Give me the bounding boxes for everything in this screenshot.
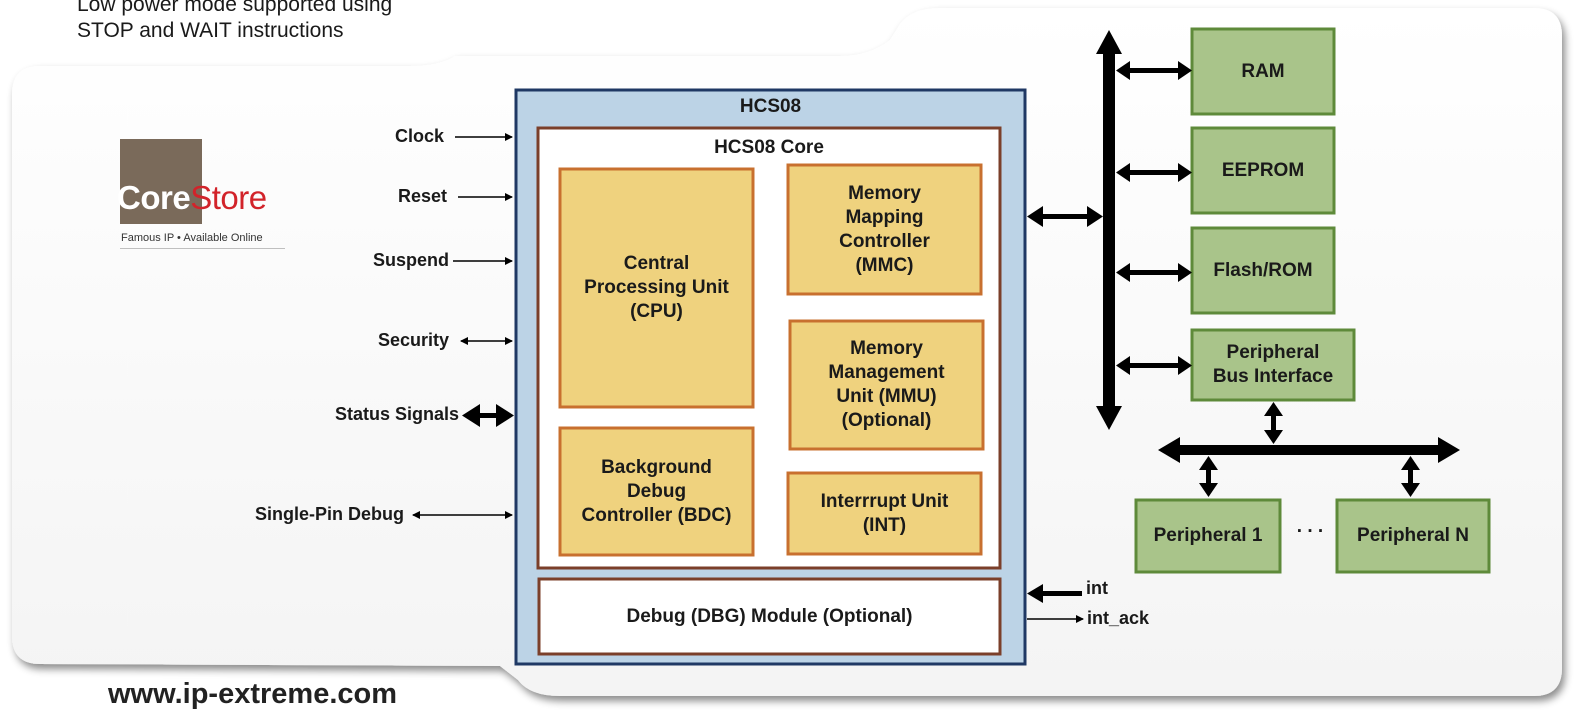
flash-rom-label: Flash/ROM bbox=[1213, 259, 1313, 281]
int-unit-label: Interrrupt Unit (INT) bbox=[820, 490, 949, 536]
cpu-label: Central Processing Unit (CPU) bbox=[584, 253, 729, 322]
signal-single-pin-debug: Single-Pin Debug bbox=[254, 504, 404, 524]
ram-label: RAM bbox=[1241, 60, 1285, 82]
peripheral-bus-block bbox=[1190, 328, 1356, 402]
status-signals-arrow bbox=[462, 404, 514, 427]
input-arrows bbox=[412, 133, 513, 519]
signal-int: int bbox=[1086, 578, 1108, 598]
peripheral-n-label: Peripheral N bbox=[1357, 525, 1469, 546]
mmc-label: Memory Mapping Controller (MMC) bbox=[839, 182, 930, 276]
signal-security: Security bbox=[377, 330, 449, 350]
bdc-block bbox=[558, 426, 755, 557]
cpu-block bbox=[558, 167, 755, 409]
int-arrow bbox=[1027, 584, 1082, 603]
hcs08-core-title: HCS08 Core bbox=[714, 137, 824, 158]
int-unit-block bbox=[786, 471, 983, 556]
logo-tagline: Famous IP • Available Online bbox=[121, 232, 263, 244]
dbg-module-label: Debug (DBG) Module (Optional) bbox=[626, 605, 913, 627]
logo-store: Store bbox=[190, 179, 267, 216]
corestore-logo: CoreStore bbox=[117, 178, 267, 218]
mmu-label: Memory Management Unit (MMU) (Optional) bbox=[828, 338, 945, 431]
peripheral-bus bbox=[1158, 402, 1460, 497]
eeprom-block bbox=[1190, 126, 1336, 215]
flash-block bbox=[1190, 226, 1336, 315]
logo-background bbox=[120, 139, 202, 224]
ram-block bbox=[1190, 27, 1336, 116]
signal-clock: Clock bbox=[394, 126, 444, 146]
bus-arrows bbox=[1027, 61, 1192, 375]
peripheral-ellipsis: . . . bbox=[1296, 516, 1324, 537]
eeprom-label: EEPROM bbox=[1221, 159, 1305, 181]
signal-reset: Reset bbox=[397, 186, 447, 206]
intro-line-2: STOP and WAIT instructions bbox=[77, 19, 344, 42]
system-bus bbox=[1096, 30, 1122, 430]
website-url: www.ip-extreme.com bbox=[108, 678, 398, 710]
dbg-module-box bbox=[537, 577, 1002, 656]
peripheral-bus-interface-label: Peripheral Bus Interface bbox=[1212, 342, 1334, 387]
hcs08-title: HCS08 bbox=[739, 96, 802, 117]
peripheral-1-label: Peripheral 1 bbox=[1153, 525, 1263, 546]
bdc-label: Background Debug Controller (BDC) bbox=[581, 456, 732, 526]
peripheral-n-block bbox=[1335, 498, 1491, 574]
mmc-block bbox=[786, 163, 983, 296]
peripheral-1-block bbox=[1134, 498, 1282, 574]
intro-text: Low power mode supported using STOP and … bbox=[77, 0, 577, 44]
mmu-block bbox=[788, 319, 985, 451]
logo-divider bbox=[120, 248, 285, 249]
intro-line-1: Low power mode supported using bbox=[77, 0, 393, 16]
signal-suspend: Suspend bbox=[372, 250, 449, 270]
signal-int-ack: int_ack bbox=[1087, 608, 1150, 628]
signal-status-signals: Status Signals bbox=[334, 404, 459, 424]
logo-core: Core bbox=[117, 179, 191, 216]
